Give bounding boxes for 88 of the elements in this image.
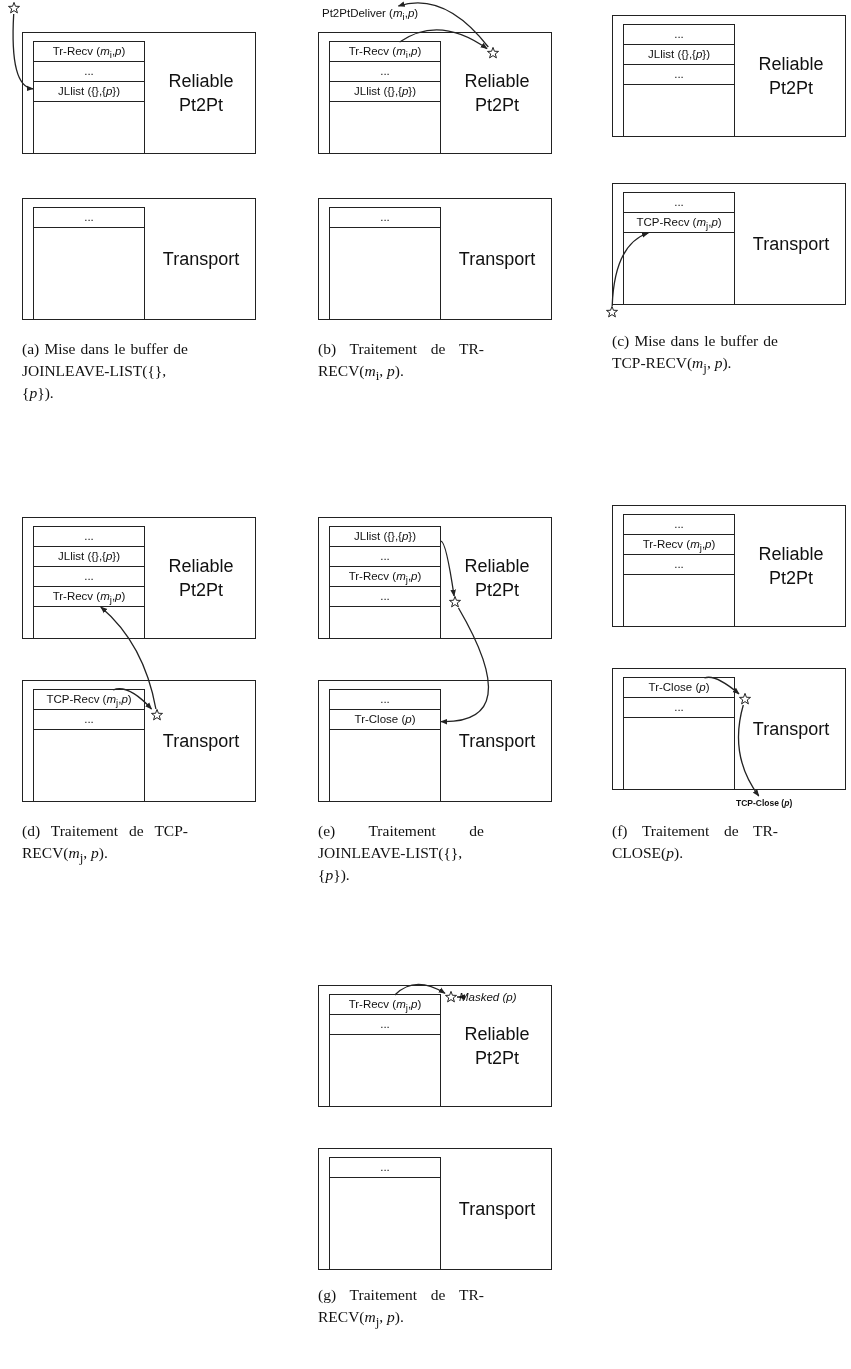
star-icon xyxy=(445,991,457,1003)
layer-label: Reliable Pt2Pt xyxy=(757,543,825,590)
queue-cell: ... xyxy=(33,62,145,82)
star-icon xyxy=(739,693,751,705)
queue-cell: ... xyxy=(623,698,735,718)
queue-cell: ... xyxy=(623,515,735,535)
arrow xyxy=(440,607,489,725)
layer-label: Reliable Pt2Pt xyxy=(167,555,235,602)
arrow xyxy=(440,540,456,597)
queue-cell: ... xyxy=(329,1015,441,1035)
queue-cell: JLlist ({},{p}) xyxy=(329,82,441,102)
arrow xyxy=(112,688,153,710)
layer-label: Transport xyxy=(162,730,240,753)
queue-cell: JLlist ({},{p}) xyxy=(623,45,735,65)
layer-box xyxy=(318,517,552,639)
layer-box xyxy=(318,1148,552,1270)
figure-caption: (g) Traitement de TR-RECV(m$_{j}$, p). xyxy=(318,1285,484,1332)
layer-box xyxy=(318,680,552,802)
event-label: Pt2PtDeliver (m$_{i}$,p) xyxy=(322,6,419,25)
layer-label: Transport xyxy=(458,1198,536,1221)
event-label: TCP-Close (p) xyxy=(736,796,793,810)
layer-box xyxy=(22,32,256,154)
arrow xyxy=(394,983,446,996)
figure-caption: (c) Mise dans le buffer de TCP-RECV(m$_{j}$, p). xyxy=(612,331,778,378)
layer-box xyxy=(612,15,846,137)
queue-cell: Tr-Recv (m$_{i}$,p) xyxy=(33,42,145,62)
queue-cell: ... xyxy=(329,1158,441,1178)
arrow xyxy=(737,704,760,797)
layer-label: Reliable Pt2Pt xyxy=(463,1023,531,1070)
star-icon xyxy=(449,596,461,608)
queue-cell: ... xyxy=(623,193,735,213)
event-label: Masked (p) xyxy=(459,990,517,1004)
queue-cell: JLlist ({},{p}) xyxy=(33,547,145,567)
queue-cell: Tr-Recv (m$_{j}$,p) xyxy=(329,995,441,1015)
queue-cell: Tr-Close (p) xyxy=(329,710,441,730)
layer-label: Transport xyxy=(458,730,536,753)
star-icon xyxy=(606,306,618,318)
figure-caption: (d) Traitement de TCP-RECV(m$_{j}$, p). xyxy=(22,821,188,868)
queue-cell: ... xyxy=(623,25,735,45)
queue-cell: ... xyxy=(329,208,441,228)
star-icon xyxy=(8,2,20,14)
layer-box xyxy=(612,183,846,305)
figure-caption: (e) Traitement de JOINLEAVE-LIST({},{p}). xyxy=(318,821,484,885)
arrow xyxy=(12,13,34,91)
layer-label: Reliable Pt2Pt xyxy=(167,70,235,117)
queue-cell: ... xyxy=(329,690,441,710)
layer-label: Reliable Pt2Pt xyxy=(757,53,825,100)
layer-box xyxy=(318,32,552,154)
queue-cell: ... xyxy=(329,62,441,82)
layer-label: Reliable Pt2Pt xyxy=(463,555,531,602)
queue-cell: ... xyxy=(329,587,441,607)
layer-label: Transport xyxy=(752,233,830,256)
queue-cell: JLlist ({},{p}) xyxy=(33,82,145,102)
arrow xyxy=(100,606,157,710)
queue-cell: Tr-Close (p) xyxy=(623,678,735,698)
arrow xyxy=(397,1,489,48)
layer-box xyxy=(612,668,846,790)
layer-box xyxy=(612,505,846,627)
layer-box xyxy=(22,680,256,802)
figure-caption: (f) Traitement de TR-CLOSE(p). xyxy=(612,821,778,863)
queue-cell: ... xyxy=(623,555,735,575)
star-icon xyxy=(487,47,499,59)
queue-cell: ... xyxy=(33,567,145,587)
queue-cell: TCP-Recv (m$_{j}$,p) xyxy=(623,213,735,233)
layer-label: Reliable Pt2Pt xyxy=(463,70,531,117)
layer-label: Transport xyxy=(458,248,536,271)
queue-cell: Tr-Recv (m$_{j}$,p) xyxy=(623,535,735,555)
figure-caption: (b) Traitement de TR-RECV(m$_{i}$, p). xyxy=(318,339,484,386)
layer-box xyxy=(318,985,552,1107)
layer-label: Transport xyxy=(162,248,240,271)
layer-box xyxy=(22,198,256,320)
layer-label: Transport xyxy=(752,718,830,741)
queue-cell: Tr-Recv (m$_{j}$,p) xyxy=(33,587,145,607)
arrow xyxy=(611,232,649,307)
queue-cell: Tr-Recv (m$_{j}$,p) xyxy=(329,567,441,587)
queue-cell: ... xyxy=(33,527,145,547)
star-icon xyxy=(151,709,163,721)
figure-caption: (a) Mise dans le buffer de JOINLEAVE-LIST({},{p}). xyxy=(22,339,188,403)
queue-cell: JLlist ({},{p}) xyxy=(329,527,441,547)
queue-cell: ... xyxy=(33,208,145,228)
layer-box xyxy=(318,198,552,320)
arrow xyxy=(398,29,488,50)
queue-cell: Tr-Recv (m$_{i}$,p) xyxy=(329,42,441,62)
queue-cell: ... xyxy=(623,65,735,85)
queue-cell: ... xyxy=(329,547,441,567)
layer-box xyxy=(22,517,256,639)
queue-cell: ... xyxy=(33,710,145,730)
queue-cell: TCP-Recv (m$_{j}$,p) xyxy=(33,690,145,710)
